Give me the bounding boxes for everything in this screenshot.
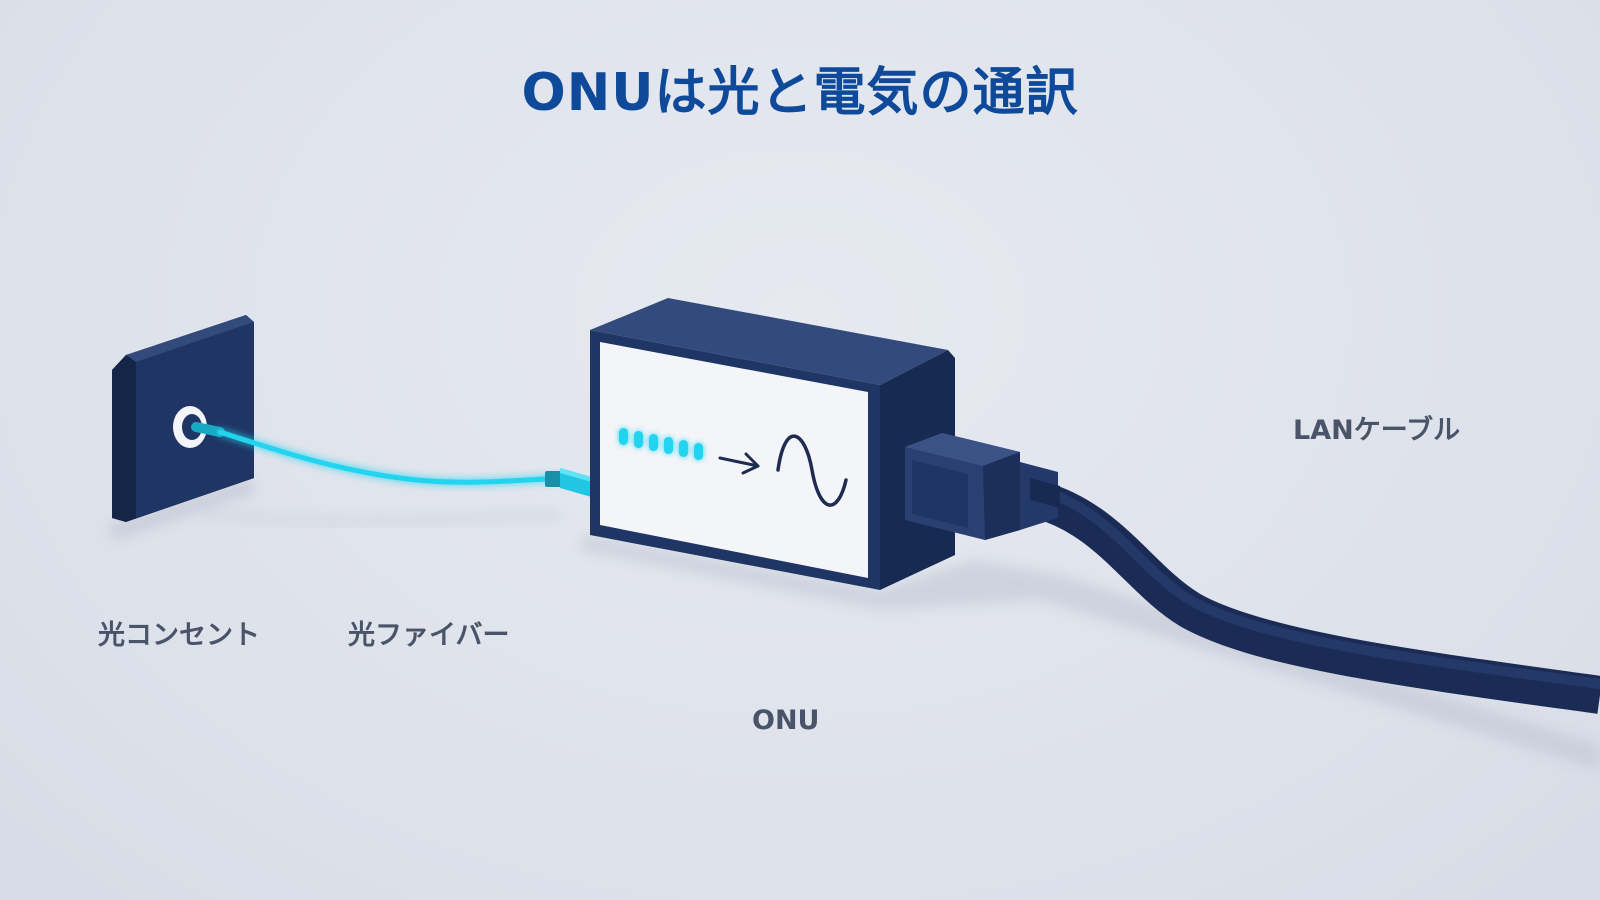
sine-wave-icon bbox=[776, 434, 848, 507]
lan-cable bbox=[905, 433, 1600, 714]
lan-plug bbox=[905, 433, 1060, 540]
page-title: ONUは光と電気の通訳 bbox=[521, 63, 1079, 123]
optical-outlet bbox=[112, 315, 254, 522]
light-pulse-dots-icon bbox=[619, 428, 703, 460]
label-lan-cable: LANケーブル bbox=[1293, 415, 1461, 446]
label-optical-fiber: 光ファイバー bbox=[348, 620, 510, 651]
label-onu: ONU bbox=[752, 705, 820, 736]
arrow-right-icon bbox=[718, 452, 760, 475]
label-optical-outlet: 光コンセント bbox=[98, 620, 260, 651]
optical-fiber bbox=[191, 422, 595, 498]
shadows bbox=[108, 478, 1600, 770]
